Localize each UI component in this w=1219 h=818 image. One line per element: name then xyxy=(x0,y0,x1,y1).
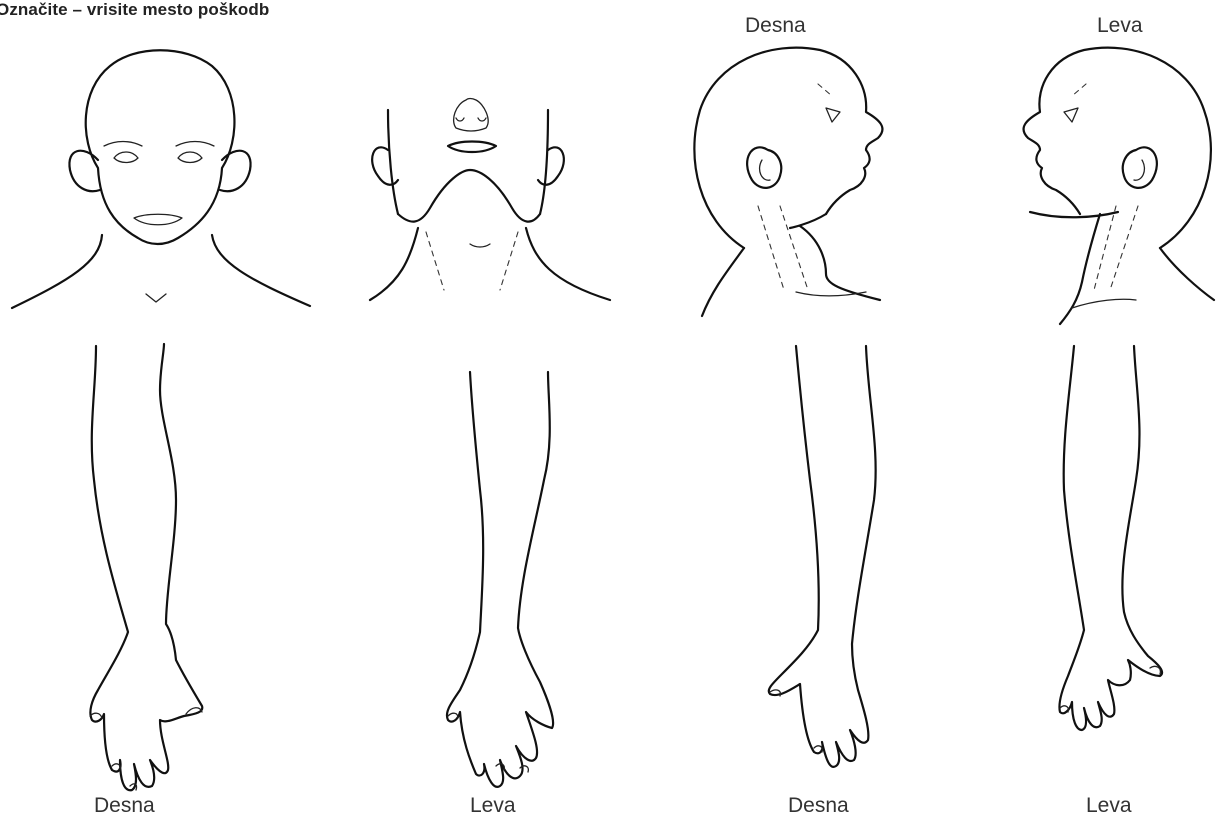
arm-right-front-figure[interactable] xyxy=(90,344,202,790)
head-chin-up-figure[interactable] xyxy=(370,99,610,301)
head-profile-right-figure[interactable] xyxy=(694,48,882,316)
arm-right-back-figure[interactable] xyxy=(769,346,876,767)
arm-left-front-figure[interactable] xyxy=(447,372,553,787)
head-profile-left-figure[interactable] xyxy=(1024,48,1214,324)
arm-left-back-figure[interactable] xyxy=(1059,346,1162,730)
head-front-figure[interactable] xyxy=(12,50,310,308)
